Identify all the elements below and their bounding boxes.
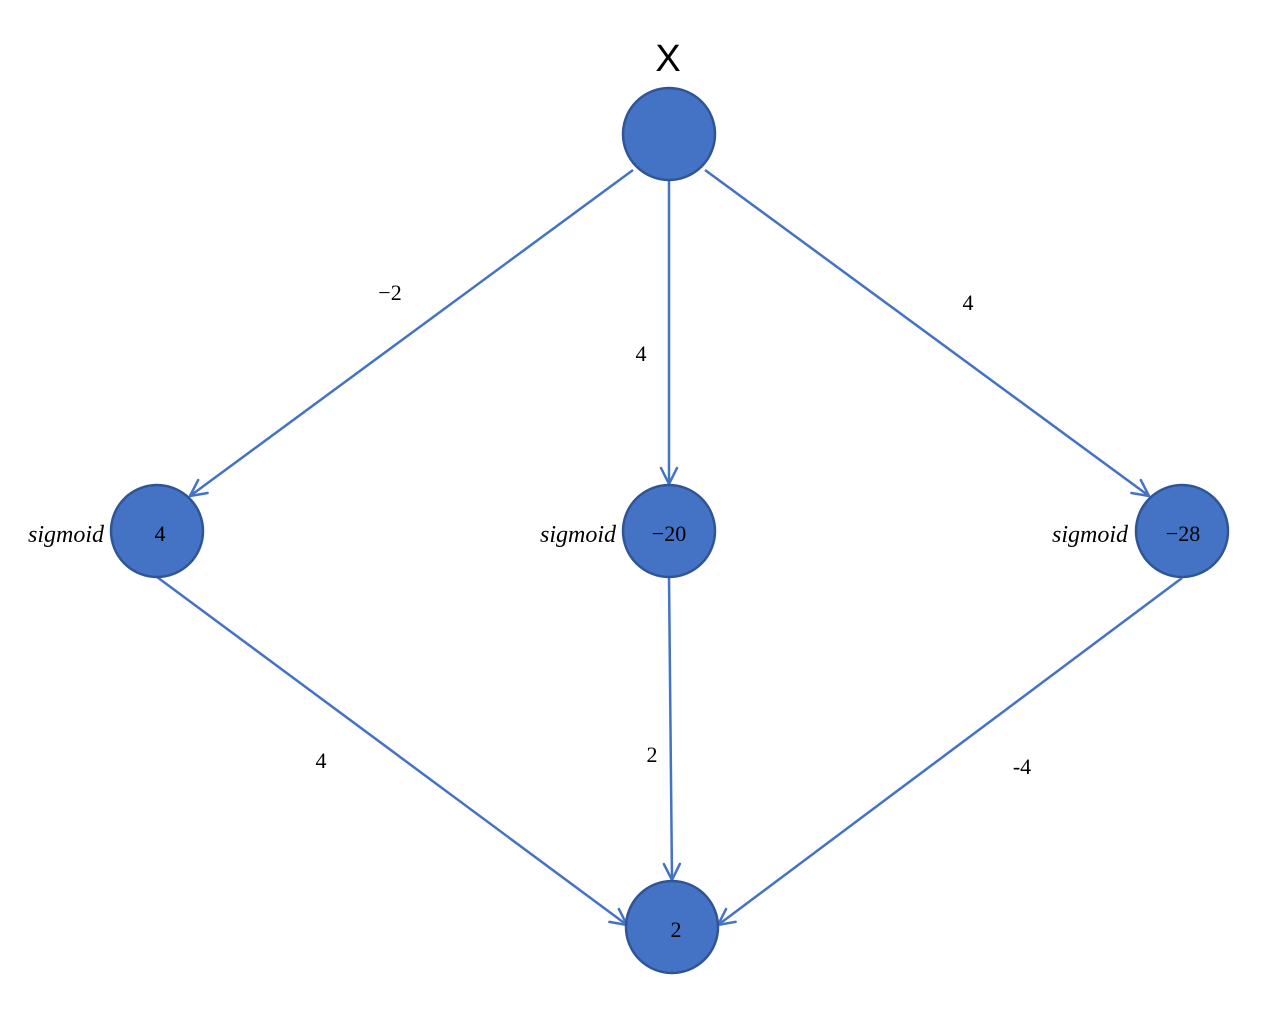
output-node-value: 2 [671,917,682,942]
hidden-node-1-activation: sigmoid [28,522,105,548]
weight-hidden-2-output: 2 [647,742,658,767]
edge-hidden-1-to-output [156,575,629,927]
hidden-node-1-value: 4 [155,521,166,546]
hidden-node-2-activation: sigmoid [540,522,617,548]
hidden-node-2-value: −20 [652,521,686,546]
output-node [624,879,720,975]
hidden-node-1 [109,483,205,579]
weight-input-hidden-1: −2 [378,280,401,305]
weight-hidden-1-output: 4 [316,748,327,773]
weight-input-hidden-2: 4 [636,341,647,366]
hidden-node-3 [1134,483,1230,579]
edge-hidden-2-to-output [662,576,682,882]
hidden-node-2 [621,483,717,579]
hidden-node-3-activation: sigmoid [1052,522,1129,548]
input-label: X [655,38,680,80]
edge-input-to-hidden-3 [704,168,1151,498]
edge-hidden-3-to-output [716,576,1183,927]
input-node [621,86,717,182]
weight-input-hidden-3: 4 [963,290,974,315]
weight-hidden-3-output: -4 [1013,754,1031,779]
edge-input-to-hidden-1 [188,168,634,498]
hidden-node-3-value: −28 [1166,521,1200,546]
